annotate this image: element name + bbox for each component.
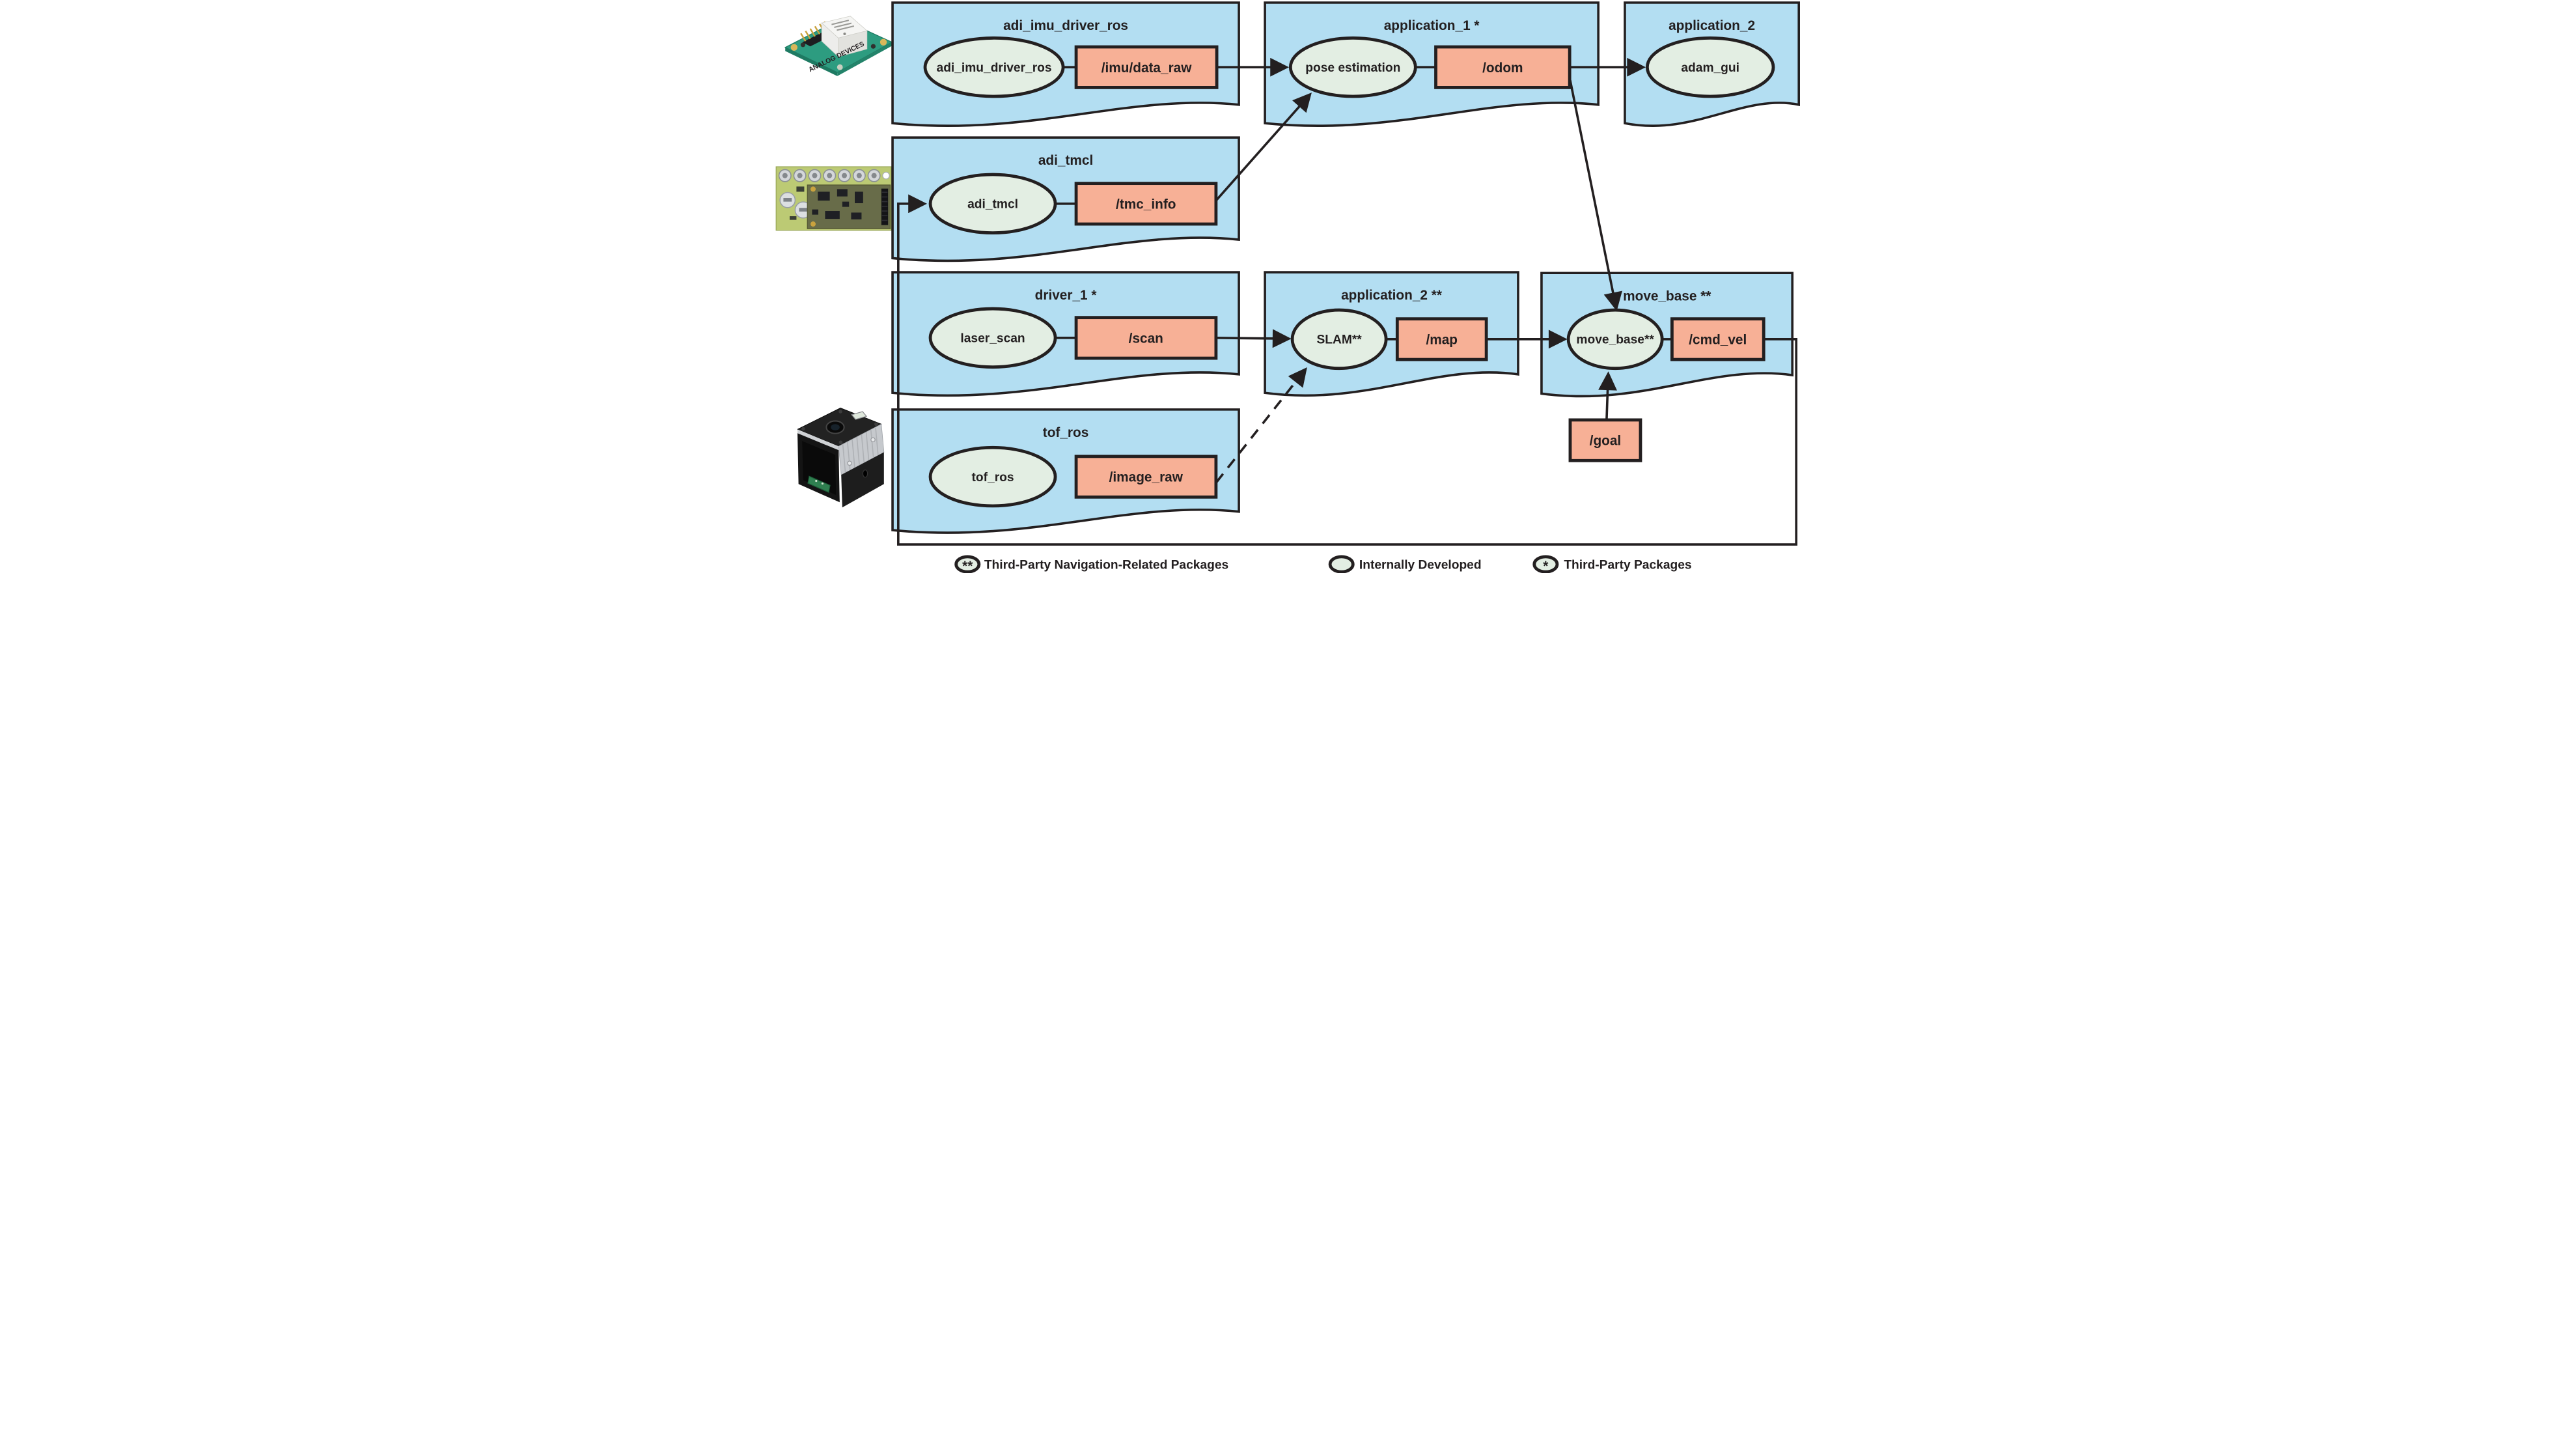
tof-camera-photo [797, 408, 885, 508]
legend: ** Third-Party Navigation-Related Packag… [954, 555, 1692, 573]
legend-symbol: ** [962, 559, 973, 573]
tmcl-screw-terminals [778, 169, 890, 182]
node-laser-scan [928, 307, 1057, 369]
legend-label: Third-Party Packages [1564, 559, 1691, 572]
legend-ellipse-third-party [1532, 555, 1559, 573]
tmcl-daughter-board [807, 184, 891, 229]
topic-cmd-vel [1670, 317, 1766, 361]
imu-corner-pad [837, 64, 843, 70]
package-title: move_base ** [1623, 288, 1711, 303]
node-label: adam_gui [1681, 61, 1739, 75]
topic-imu-data-raw [1074, 45, 1219, 89]
node-label: move_base** [1576, 333, 1654, 347]
package-title: application_2 [1669, 18, 1755, 33]
edge-image-raw-to-slam-dashed [1215, 367, 1307, 484]
imu-corner-pad [790, 44, 798, 51]
node-adi-tmcl [928, 173, 1057, 235]
tmcl-capacitor-top [799, 208, 809, 212]
node-pose-estimation [1288, 36, 1417, 98]
node-label: laser_scan [960, 332, 1025, 346]
legend-symbol: * [1543, 559, 1549, 573]
topic-label: /image_raw [1109, 470, 1184, 485]
imu-board-photo: ANALOG DEVICES [784, 16, 893, 79]
tof-body-hole [862, 470, 868, 478]
topic-label: /cmd_vel [1689, 332, 1747, 347]
tof-body [841, 452, 884, 508]
legend-ellipse-third-party-nav [954, 555, 981, 573]
node-tof-ros [928, 445, 1057, 508]
topic-map [1395, 317, 1488, 361]
legend-ellipse-internally-developed [1328, 555, 1355, 573]
tof-screws [801, 410, 878, 445]
package-title: tof_ros [1043, 425, 1088, 440]
imu-pcb-edge-2 [837, 42, 893, 76]
topic-label: /map [1426, 332, 1458, 347]
topic-label: /odom [1482, 61, 1523, 76]
package-title: application_2 ** [1341, 288, 1443, 303]
node-adi-imu-driver-ros [923, 36, 1065, 98]
edge-tmc-info-to-pose-estimation [1215, 92, 1312, 202]
edge-goal-to-move-base [1598, 371, 1617, 419]
tof-lens-glass [831, 424, 840, 430]
imu-corner-pad [879, 38, 887, 46]
node-label: tof_ros [972, 471, 1014, 484]
tof-pcb-pad [821, 482, 824, 485]
tof-silver-edge [797, 429, 839, 451]
topic-label: /tmc_info [1116, 197, 1176, 212]
topic-label-goal: /goal [1590, 434, 1622, 449]
package-title: adi_tmcl [1038, 153, 1093, 168]
node-label: pose estimation [1305, 61, 1400, 75]
tmcl-capacitor-top [783, 198, 792, 202]
topic-image-raw [1074, 455, 1218, 499]
ros-architecture-diagram: ANALOG DEVICES [773, 0, 1803, 573]
imu-module [821, 16, 868, 58]
topic-scan [1074, 316, 1218, 360]
package-title: adi_imu_driver_ros [1003, 18, 1128, 33]
legend-label: Internally Developed [1359, 559, 1482, 572]
edge-odom-to-move-base [1569, 79, 1622, 311]
package-title: driver_1 * [1035, 288, 1098, 303]
edge-scan-to-slam [1215, 329, 1292, 348]
node-label: SLAM** [1316, 333, 1362, 347]
tof-heatsink [838, 423, 885, 475]
topic-tmc-info [1074, 182, 1218, 226]
imu-screw-hole [800, 42, 806, 48]
node-label: adi_tmcl [967, 198, 1018, 212]
topic-label: /imu/data_raw [1101, 61, 1193, 76]
tmcl-board-photo [775, 166, 892, 231]
legend-label: Third-Party Navigation-Related Packages [984, 559, 1228, 572]
node-move-base [1566, 308, 1664, 371]
tof-inner-pcb [807, 475, 831, 493]
topic-label: /scan [1129, 331, 1163, 346]
node-label: adi_imu_driver_ros [937, 61, 1052, 75]
tof-pcb-pad [815, 479, 818, 483]
edge-cmd-vel-feedback-to-adi-tmcl [897, 194, 1797, 546]
node-slam [1290, 308, 1388, 371]
imu-screw-hole [870, 44, 876, 49]
topic-odom [1434, 45, 1572, 89]
node-adam-gui [1645, 36, 1775, 98]
topic-goal [1568, 418, 1642, 462]
package-title: application_1 * [1384, 18, 1480, 33]
tof-illuminator [851, 411, 868, 420]
imu-pcb-edge [785, 47, 838, 76]
